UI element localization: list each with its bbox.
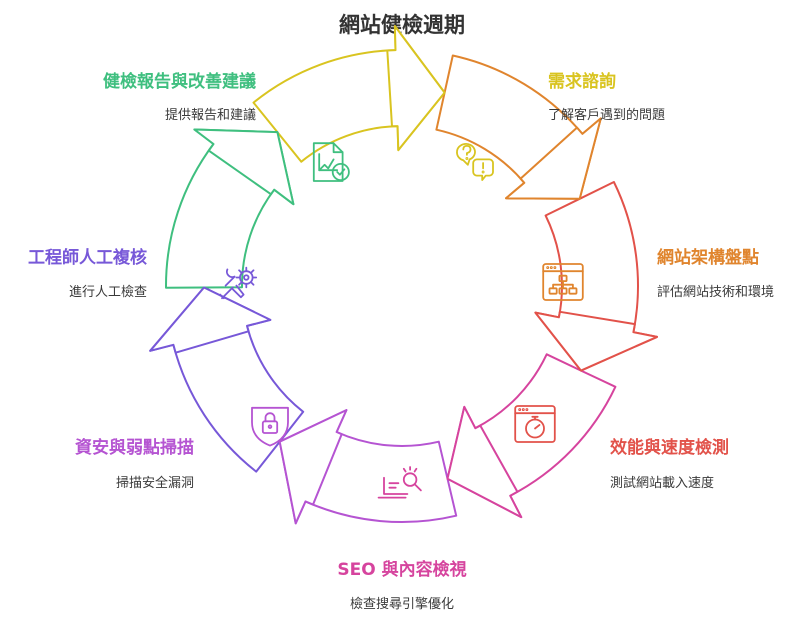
stage-description: 了解客戶遇到的問題 <box>548 107 665 123</box>
stage-title: SEO 與內容檢視 <box>337 559 466 580</box>
lock-shield-icon <box>251 406 289 447</box>
stage-title: 健檢報告與改善建議 <box>103 71 256 92</box>
stage-description: 評估網站技術和環境 <box>657 285 774 300</box>
stage-title: 效能與速度檢測 <box>610 437 729 458</box>
cycle-arrowhead-architecture <box>505 117 602 200</box>
cycle-arrowhead-seo <box>446 405 523 519</box>
stage-description: 提供報告和建議 <box>165 107 256 123</box>
stage-description: 掃描安全漏洞 <box>116 475 194 491</box>
stage-title: 需求諮詢 <box>548 71 616 92</box>
stage-label-architecture: 網站架構盤點 評估網站技術和環境 <box>657 247 774 300</box>
stage-label-performance: 效能與速度檢測 測試網站載入速度 <box>610 437 729 491</box>
cycle-arrowhead-performance <box>534 310 658 372</box>
laptop-search-icon <box>377 466 422 499</box>
cycle-ring <box>149 25 658 525</box>
stage-description: 檢查搜尋引擎優化 <box>350 596 454 612</box>
stage-description: 測試網站載入速度 <box>610 475 714 491</box>
stage-title: 工程師人工複核 <box>28 247 147 268</box>
page-title: 網站健檢週期 <box>339 13 465 37</box>
report-check-icon <box>312 142 350 182</box>
cycle-arrowhead-manual-review <box>149 286 272 354</box>
stage-label-seo: SEO 與內容檢視 檢查搜尋引擎優化 <box>337 559 466 612</box>
sitemap-window-icon <box>542 263 584 301</box>
stage-label-manual-review: 工程師人工複核 進行人工檢查 <box>28 247 147 300</box>
stage-title: 資安與弱點掃描 <box>75 437 194 458</box>
stage-description: 進行人工檢查 <box>69 284 147 300</box>
question-chat-icon <box>456 142 494 182</box>
stage-label-report: 健檢報告與改善建議 提供報告和建議 <box>103 71 256 123</box>
cycle-arrowhead-consultation <box>386 25 446 152</box>
stage-label-consultation: 需求諮詢 了解客戶遇到的問題 <box>548 71 665 123</box>
cycle-arrowhead-security <box>278 409 348 525</box>
tools-gear-icon <box>219 266 258 300</box>
stopwatch-window-icon <box>514 405 556 443</box>
stage-icons <box>219 142 584 499</box>
cycle-arrowhead-report <box>193 128 295 206</box>
stage-label-security: 資安與弱點掃描 掃描安全漏洞 <box>75 437 194 491</box>
stage-title: 網站架構盤點 <box>657 247 759 268</box>
